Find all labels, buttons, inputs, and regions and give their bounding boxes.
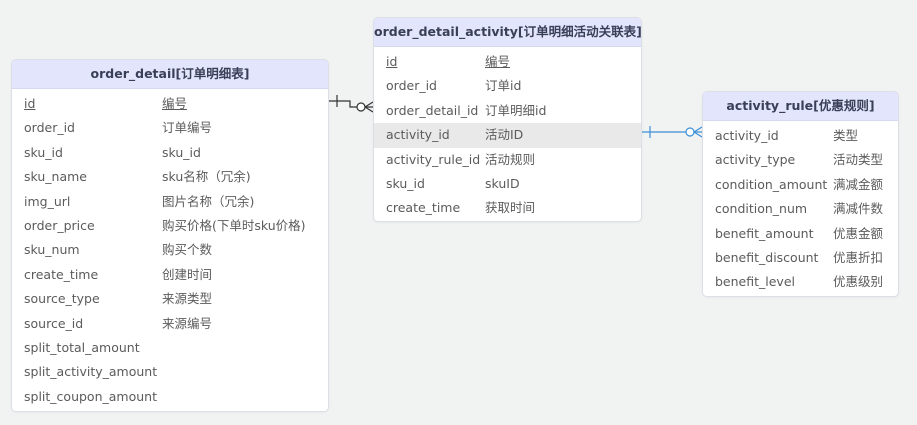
- field-comment: 订单明细id: [485, 102, 547, 118]
- crows-foot-mark: [693, 126, 703, 133]
- field-name: img_url: [24, 193, 71, 209]
- entity-order_detail_activity[interactable]: order_detail_activity[订单明细活动关联表]id 编号 orde…: [373, 17, 642, 222]
- field-comment: 来源类型: [162, 291, 213, 307]
- field-comment: 获取时间: [485, 200, 536, 216]
- field-row[interactable]: order_detail_id 订单明细id: [374, 99, 641, 123]
- field-row[interactable]: sku_num 购买个数: [12, 238, 328, 262]
- entity-title: order_detail[订单明细表]: [12, 60, 328, 89]
- field-row[interactable]: order_price 购买价格(下单时sku价格): [12, 214, 328, 238]
- field-comment: 满减件数: [833, 201, 884, 217]
- field-row[interactable]: sku_name sku名称（冗余): [12, 165, 328, 189]
- field-comment: 活动规则: [485, 151, 536, 167]
- field-row[interactable]: activity_type 活动类型: [703, 148, 898, 172]
- field-comment: sku_id: [162, 144, 201, 160]
- field-comment: 满减金额: [833, 176, 884, 192]
- field-name: split_coupon_amount: [24, 388, 157, 404]
- field-name: activity_id: [386, 127, 450, 143]
- field-name: source_id: [24, 315, 84, 331]
- field-name: split_activity_amount: [24, 364, 158, 380]
- field-row[interactable]: id 编号: [12, 92, 328, 116]
- field-row[interactable]: order_id 订单id: [374, 74, 641, 98]
- field-row[interactable]: activity_id 活动ID: [374, 123, 641, 148]
- field-name: activity_type: [715, 152, 796, 168]
- field-name: sku_id: [386, 175, 425, 191]
- field-row[interactable]: benefit_discount 优惠折扣: [703, 246, 898, 270]
- field-row[interactable]: source_id 来源编号: [12, 312, 328, 336]
- field-comment: 购买价格(下单时sku价格): [162, 217, 306, 233]
- field-comment: sku名称（冗余): [162, 169, 251, 185]
- field-name: source_type: [24, 291, 100, 307]
- field-row[interactable]: img_url 图片名称（冗余): [12, 190, 328, 214]
- field-row[interactable]: benefit_amount 优惠金额: [703, 222, 898, 246]
- field-name: create_time: [386, 200, 461, 216]
- field-comment: 来源编号: [162, 315, 213, 331]
- field-row[interactable]: condition_amount 满减金额: [703, 173, 898, 197]
- field-comment: 编号: [485, 54, 511, 69]
- entity-title: activity_rule[优惠规则]: [703, 92, 898, 121]
- field-name: benefit_discount: [715, 249, 819, 265]
- field-name: split_total_amount: [24, 339, 140, 355]
- field-row[interactable]: create_time 创建时间: [12, 263, 328, 287]
- crows-foot-mark: [364, 101, 374, 108]
- field-comment: 创建时间: [162, 266, 213, 282]
- field-row[interactable]: condition_num 满减件数: [703, 197, 898, 221]
- field-row[interactable]: split_total_amount: [12, 336, 328, 360]
- field-row[interactable]: sku_id skuID: [374, 172, 641, 196]
- field-row[interactable]: benefit_level 优惠级别: [703, 270, 898, 294]
- field-name: order_detail_id: [386, 102, 479, 118]
- field-comment: 活动类型: [833, 152, 884, 168]
- field-comment: 图片名称（冗余): [162, 193, 255, 209]
- primary-key-name: id: [24, 96, 36, 111]
- field-row[interactable]: split_coupon_amount: [12, 385, 328, 409]
- entity-title: order_detail_activity[订单明细活动关联表]: [374, 18, 641, 47]
- field-row[interactable]: sku_id sku_id: [12, 141, 328, 165]
- field-comment: 编号: [162, 96, 188, 111]
- field-comment: 优惠金额: [833, 225, 884, 241]
- cardinality-zero-mark: [356, 102, 366, 112]
- field-comment: 类型: [833, 128, 859, 143]
- field-row[interactable]: order_id 订单编号: [12, 116, 328, 140]
- field-name: benefit_amount: [715, 225, 814, 241]
- field-row[interactable]: activity_id 类型: [703, 124, 898, 148]
- field-comment: 购买个数: [162, 242, 213, 258]
- field-name: order_id: [386, 78, 437, 94]
- field-row[interactable]: id 编号: [374, 50, 641, 74]
- crows-foot-mark: [364, 106, 374, 113]
- field-row[interactable]: create_time 获取时间: [374, 196, 641, 220]
- field-comment: 订单id: [485, 78, 522, 94]
- field-name: sku_num: [24, 242, 80, 258]
- field-name: order_price: [24, 217, 95, 233]
- field-name: condition_num: [715, 201, 808, 217]
- primary-key-name: id: [386, 54, 398, 69]
- field-comment: 优惠折扣: [833, 249, 884, 265]
- field-name: activity_id: [715, 128, 779, 143]
- field-name: order_id: [24, 120, 75, 136]
- field-name: condition_amount: [715, 176, 828, 192]
- cardinality-zero-mark: [685, 127, 695, 137]
- entity-order_detail[interactable]: order_detail[订单明细表]id 编号 order_id 订单编号 sku_i…: [11, 59, 329, 412]
- crows-foot-mark: [693, 131, 703, 138]
- field-comment: skuID: [485, 175, 520, 191]
- field-name: benefit_level: [715, 274, 795, 290]
- field-comment: 订单编号: [162, 120, 213, 136]
- field-name: sku_id: [24, 144, 63, 160]
- field-name: create_time: [24, 266, 99, 282]
- field-comment: 活动ID: [485, 127, 524, 143]
- field-row[interactable]: source_type 来源类型: [12, 287, 328, 311]
- field-comment: 优惠级别: [833, 274, 884, 290]
- field-name: sku_name: [24, 169, 87, 185]
- field-row[interactable]: split_activity_amount: [12, 360, 328, 384]
- field-name: activity_rule_id: [386, 151, 481, 167]
